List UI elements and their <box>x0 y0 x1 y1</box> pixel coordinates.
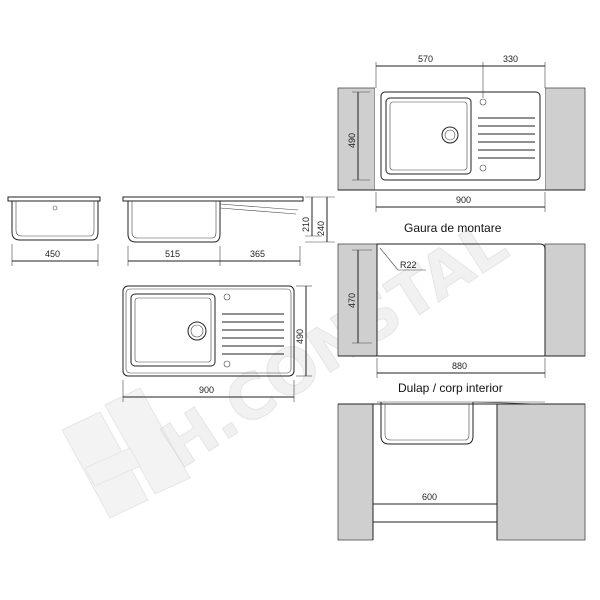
dim-cutout-top-2: 330 <box>503 54 518 64</box>
dim-side-long-height-1: 210 <box>301 217 311 232</box>
dim-side-small-width: 450 <box>45 249 60 259</box>
cabinet-top-view: R22 470 880 Dulap / corp interior <box>337 243 586 395</box>
dim-cutout-height: 490 <box>347 133 357 148</box>
dim-cabinet-front-width: 600 <box>422 492 437 502</box>
cabinet-radius-label: R22 <box>400 260 417 270</box>
dim-top-width: 900 <box>199 385 214 395</box>
side-view-long: 515 365 210 240 <box>122 196 335 266</box>
side-view-small: 450 <box>7 196 101 266</box>
cutout-drainer-grooves <box>478 117 535 159</box>
dim-side-long-drainer: 365 <box>250 249 265 259</box>
dim-cutout-width: 900 <box>456 195 471 205</box>
dim-side-long-sink: 515 <box>165 249 180 259</box>
cutout-caption: Gaura de montare <box>404 221 502 235</box>
cabinet-front-view: 600 <box>337 401 586 541</box>
dim-cabinet-height: 470 <box>347 293 357 308</box>
dim-side-long-height-2: 240 <box>316 221 326 236</box>
watermark-logo <box>61 387 191 519</box>
dim-cabinet-width: 880 <box>452 361 467 371</box>
top-view-drainer-grooves <box>222 313 284 355</box>
cutout-view: 570 330 490 900 Gaura de montare <box>337 54 586 235</box>
top-view-sink: 490 900 <box>122 285 312 402</box>
dim-cutout-top-1: 570 <box>418 54 433 64</box>
dim-top-height: 490 <box>295 329 305 344</box>
cabinet-caption: Dulap / corp interior <box>398 381 503 395</box>
